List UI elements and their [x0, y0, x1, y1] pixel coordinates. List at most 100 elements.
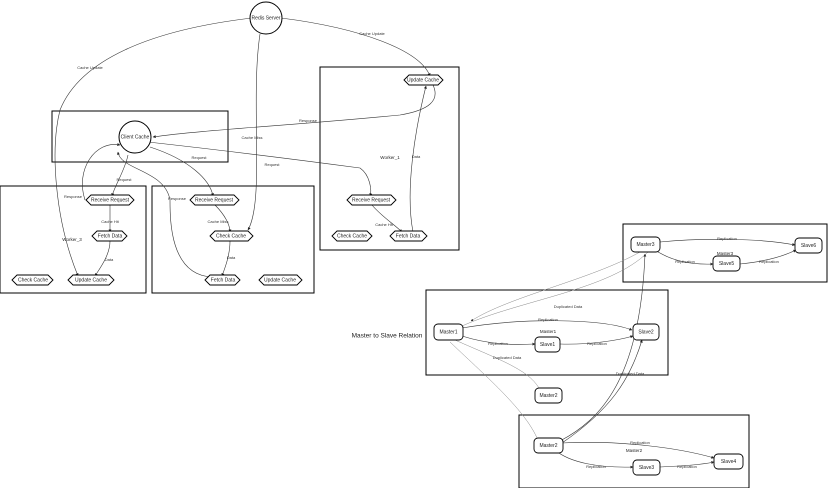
- edge-data-w3: [94, 240, 111, 277]
- edge-request-right: [147, 141, 373, 197]
- w2-check-cache-node[interactable]: [209, 230, 254, 242]
- edge-label-duplicated-m2: Duplicated Data: [616, 371, 645, 376]
- edge-label-cache-hit-top: Cache Hit: [375, 222, 393, 227]
- edge-cache-update-right: [280, 17, 431, 77]
- worker-2-cluster: [151, 185, 315, 294]
- edge-replication-m1-s2: [461, 320, 633, 331]
- master1-label: Master1: [439, 329, 457, 335]
- edge-replication-m3-s6: [659, 239, 796, 246]
- edge-label-replication-s1-s2: Replication: [587, 341, 607, 346]
- master2-node[interactable]: [533, 437, 564, 454]
- slave3-label: Slave3: [639, 465, 655, 471]
- w2-update-cache-node[interactable]: [258, 274, 303, 286]
- edge-label-replication-m1-s2: Replication: [538, 317, 558, 322]
- master3-cluster: [622, 223, 828, 283]
- w3-update-cache-node[interactable]: [67, 274, 115, 286]
- edge-label-replication-m3-s5: Replication: [675, 259, 695, 264]
- slave4-node[interactable]: [713, 453, 744, 470]
- edge-label-response-w3: Response: [64, 194, 83, 199]
- edge-duplicated-m3-m1-b: [461, 251, 649, 327]
- edge-label-duplicated-m3-m1: Duplicated Data: [554, 304, 583, 309]
- w2-fetch-data-node[interactable]: [204, 274, 241, 286]
- master3-label: Master3: [636, 242, 654, 248]
- edge-replication-m3-s5: [654, 249, 714, 266]
- w3-fetch-data-node[interactable]: [91, 230, 128, 242]
- edge-label-cache-hit-w3: Cache Hit: [101, 219, 119, 224]
- slave2-node[interactable]: [632, 323, 660, 341]
- w2-check-cache-label: Check Cache: [216, 233, 246, 239]
- edge-request-mid: [149, 146, 214, 197]
- w3-receive-request-node[interactable]: [85, 194, 135, 206]
- edge-label-replication-s5-s6: Replication: [759, 259, 779, 264]
- edge-duplicated-m1-master2-lower: [454, 339, 541, 391]
- edge-label-replication-s3-s4: Replication: [677, 464, 697, 469]
- worker-3-cluster: [0, 185, 147, 294]
- slave6-label: Slave6: [801, 243, 817, 249]
- w3-check-cache-label: Check Cache: [18, 277, 48, 283]
- check-cache-top-node[interactable]: [331, 230, 373, 242]
- edge-label-replication-m1-s1: Replication: [488, 341, 508, 346]
- master2-cluster: [518, 414, 750, 488]
- master2-cluster-label: Master2: [626, 448, 643, 453]
- master2-lower-label: Master2: [539, 393, 557, 399]
- slave6-node[interactable]: [794, 237, 823, 254]
- w2-update-cache-label: Update Cache: [264, 277, 296, 283]
- w3-receive-request-label: Receive Request: [91, 197, 130, 203]
- edge-label-replication-m2-s3: Replication: [586, 464, 606, 469]
- edge-label-cache-update-left: Cache Update: [77, 65, 103, 70]
- fetch-data-top-node[interactable]: [389, 230, 428, 242]
- edge-replication-s1-s2: [559, 335, 634, 345]
- w3-fetch-data-label: Fetch Data: [98, 233, 123, 239]
- client-cache-label: Client Cache: [121, 134, 150, 140]
- slave4-label: Slave4: [721, 459, 737, 465]
- edge-data-w2: [221, 240, 231, 277]
- edge-duplicated-m1-master2: [449, 341, 539, 441]
- edge-cache-miss-w2: [214, 204, 232, 233]
- slave3-node[interactable]: [632, 459, 661, 476]
- slave2-label: Slave2: [638, 329, 654, 335]
- receive-request-top-label: Receive Request: [352, 197, 391, 203]
- edge-label-data-top: Data: [412, 154, 421, 159]
- edge-label-request-mid: Request: [192, 155, 208, 160]
- worker-3-cluster-label: Worker_3: [62, 237, 82, 242]
- edge-label-response-w2: Response: [168, 196, 187, 201]
- master3-node[interactable]: [630, 236, 661, 253]
- edge-replication-m2-s4: [561, 442, 715, 459]
- edge-label-cache-update-right: Cache Update: [359, 31, 385, 36]
- master1-node[interactable]: [433, 323, 464, 341]
- w3-update-cache-label: Update Cache: [75, 277, 107, 283]
- master2-lower-node[interactable]: [534, 387, 563, 404]
- slave5-node[interactable]: [712, 255, 741, 272]
- receive-request-top-node[interactable]: [346, 194, 397, 206]
- edge-request-left: [111, 154, 129, 197]
- worker-1-cluster: [319, 66, 460, 251]
- edge-label-data-w2: Data: [227, 255, 236, 260]
- edge-response-w2: [116, 151, 213, 278]
- redis-server-label: Redis Server: [252, 15, 281, 21]
- fetch-data-top-label: Fetch Data: [396, 233, 421, 239]
- edge-label-data-w3: Data: [105, 257, 114, 262]
- edge-label-cache-miss-w2: Cache Miss: [208, 219, 229, 224]
- edge-label-request-right: Request: [265, 162, 281, 167]
- master2-label: Master2: [539, 443, 557, 449]
- update-cache-top-label: Update Cache: [407, 77, 439, 83]
- worker-1-cluster-label: Worker_1: [380, 155, 400, 160]
- slave5-label: Slave5: [719, 261, 735, 267]
- slave1-node[interactable]: [534, 336, 561, 353]
- edge-cache-hit-top: [371, 204, 403, 233]
- redis-server-node[interactable]: [249, 1, 283, 35]
- w3-check-cache-node[interactable]: [11, 274, 54, 286]
- edge-label-duplicated-m1: Duplicated Data: [493, 355, 522, 360]
- edge-replication-m1-s1: [461, 335, 536, 346]
- master3-cluster-label: Master3: [717, 251, 734, 256]
- edge-data-top: [409, 85, 427, 233]
- update-cache-top-node[interactable]: [403, 74, 444, 86]
- edge-label-cache-miss-top: Cache Miss: [242, 135, 263, 140]
- master1-cluster: [425, 289, 669, 376]
- w2-receive-request-node[interactable]: [189, 194, 240, 206]
- client-cache-node[interactable]: [118, 120, 152, 154]
- edge-duplicated-m2-m3: [559, 253, 647, 442]
- edge-duplicated-m3-m1: [470, 251, 641, 322]
- diagram-title: Master to Slave Relation: [352, 333, 423, 340]
- edge-cache-update-left: [54, 17, 253, 277]
